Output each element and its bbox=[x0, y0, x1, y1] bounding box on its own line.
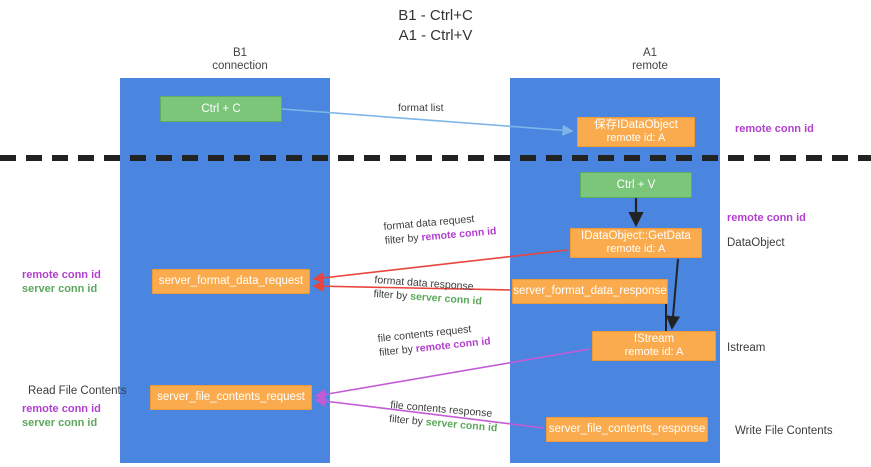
node-idataobject-getdata[interactable]: IDataObject::GetData remote id: A bbox=[570, 228, 702, 258]
annotation-left-conn-ids-bottom: remote conn id server conn id bbox=[22, 402, 101, 430]
phase-separator bbox=[0, 155, 871, 161]
filter-key-server-conn-id: server conn id bbox=[409, 290, 483, 308]
node-server-format-data-response[interactable]: server_format_data_response bbox=[512, 279, 668, 304]
annotation-read-file-contents: Read File Contents bbox=[28, 385, 127, 397]
title-line-1: B1 - Ctrl+C bbox=[398, 7, 473, 24]
annotation-remote-conn-id: remote conn id bbox=[22, 269, 101, 281]
column-header-a1: A1 remote bbox=[560, 47, 740, 73]
column-header-b1: B1 connection bbox=[150, 47, 330, 73]
title-line-2: A1 - Ctrl+V bbox=[398, 27, 473, 44]
node-ctrl-v[interactable]: Ctrl + V bbox=[580, 172, 692, 198]
page-title: B1 - Ctrl+C A1 - Ctrl+V bbox=[0, 6, 871, 46]
filter-prefix: filter by bbox=[384, 231, 422, 247]
node-istream-line2: remote id: A bbox=[624, 346, 684, 358]
annotation-remote-conn-id-mid: remote conn id bbox=[727, 212, 806, 224]
edge-label-file-contents-request: file contents request filter by remote c… bbox=[377, 320, 491, 360]
filter-prefix: filter by bbox=[388, 412, 427, 429]
node-idataobject-getdata-line2: remote id: A bbox=[606, 243, 666, 255]
edge-label-format-list: format list bbox=[398, 101, 444, 115]
node-idataobject-getdata-line1: IDataObject::GetData bbox=[581, 230, 691, 242]
annotation-istream: Istream bbox=[727, 342, 766, 354]
column-header-a1-name: A1 bbox=[642, 47, 658, 59]
edge-label-format-data-response: format data response filter by server co… bbox=[373, 273, 483, 309]
node-istream[interactable]: IStream remote id: A bbox=[592, 331, 716, 361]
node-save-idataobject-line2: remote id: A bbox=[606, 132, 666, 144]
annotation-server-conn-id: server conn id bbox=[22, 417, 98, 429]
filter-prefix: filter by bbox=[373, 287, 411, 303]
node-server-format-data-request[interactable]: server_format_data_request bbox=[152, 269, 310, 294]
edge-label-format-data-request: format data request filter by remote con… bbox=[383, 210, 497, 248]
node-ctrl-v-label: Ctrl + V bbox=[616, 178, 656, 191]
node-save-idataobject-line1: 保存IDataObject bbox=[594, 119, 678, 131]
column-header-b1-name: B1 bbox=[232, 47, 248, 59]
annotation-write-file-contents: Write File Contents bbox=[735, 425, 833, 437]
node-server-file-contents-request[interactable]: server_file_contents_request bbox=[150, 385, 312, 410]
node-server-file-contents-response-label: server_file_contents_response bbox=[548, 423, 706, 435]
node-ctrl-c-label: Ctrl + C bbox=[201, 102, 241, 115]
annotation-remote-conn-id-top: remote conn id bbox=[735, 123, 814, 135]
node-save-idataobject[interactable]: 保存IDataObject remote id: A bbox=[577, 117, 695, 147]
node-ctrl-c[interactable]: Ctrl + C bbox=[160, 96, 282, 122]
node-server-format-data-request-label: server_format_data_request bbox=[158, 275, 304, 287]
annotation-server-conn-id: server conn id bbox=[22, 283, 98, 295]
annotation-left-conn-ids-mid: remote conn id server conn id bbox=[22, 268, 101, 296]
node-server-file-contents-response[interactable]: server_file_contents_response bbox=[546, 417, 708, 442]
column-header-b1-sub: connection bbox=[212, 60, 268, 72]
column-header-a1-sub: remote bbox=[632, 60, 668, 72]
filter-prefix: filter by bbox=[378, 343, 417, 359]
edge-label-file-contents-response: file contents response filter by server … bbox=[389, 398, 500, 435]
node-istream-line1: IStream bbox=[633, 333, 675, 345]
edge-label-format-list-text: format list bbox=[398, 102, 444, 114]
node-server-format-data-response-label: server_format_data_response bbox=[513, 285, 667, 297]
annotation-remote-conn-id: remote conn id bbox=[22, 403, 101, 415]
node-server-file-contents-request-label: server_file_contents_request bbox=[157, 391, 305, 403]
annotation-dataobject: DataObject bbox=[727, 237, 785, 249]
